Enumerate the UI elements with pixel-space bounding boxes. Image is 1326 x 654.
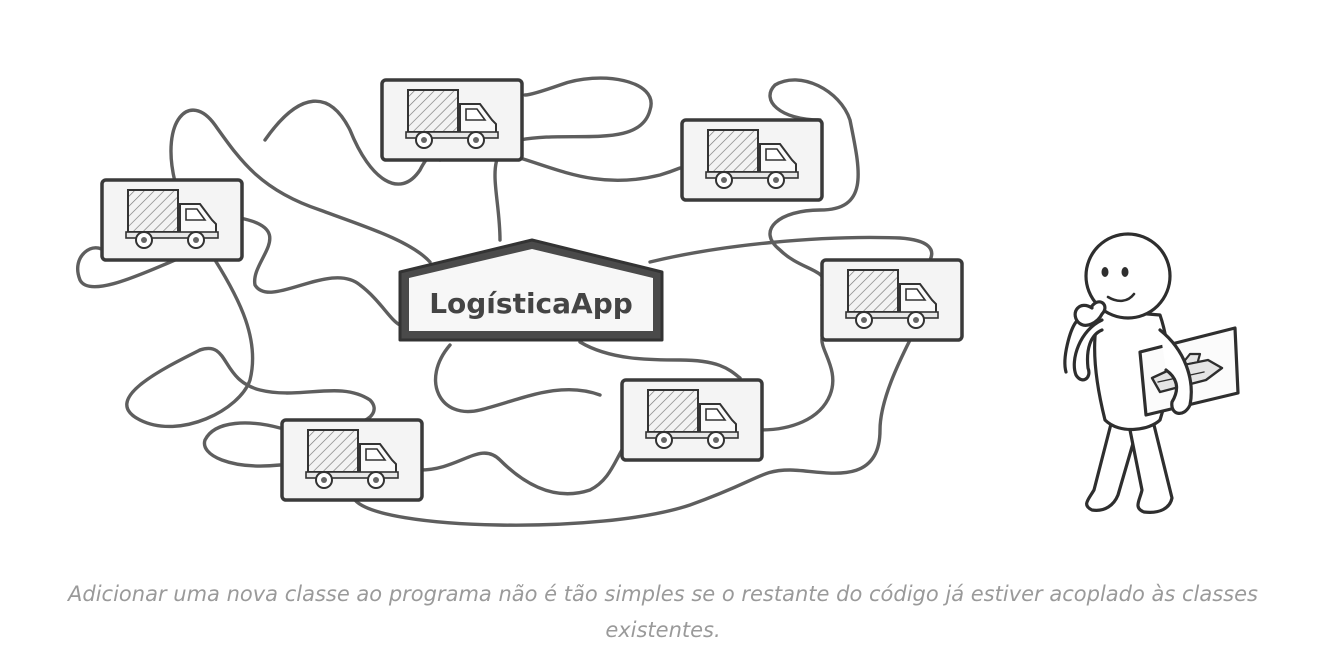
truck-box-2 [380,78,524,162]
logistics-app-box: LogísticaApp [398,238,664,342]
developer-character-icon [1063,232,1240,514]
app-box-label: LogísticaApp [429,287,633,320]
figure-caption: Adicionar uma nova classe ao programa nã… [68,582,1258,642]
truck-box-1 [100,178,244,262]
truck-box-6 [280,418,424,502]
truck-box-3 [680,118,824,202]
coupling-diagram: LogísticaApp [76,76,1240,527]
truck-box-5 [620,378,764,462]
truck-box-4 [820,258,964,342]
